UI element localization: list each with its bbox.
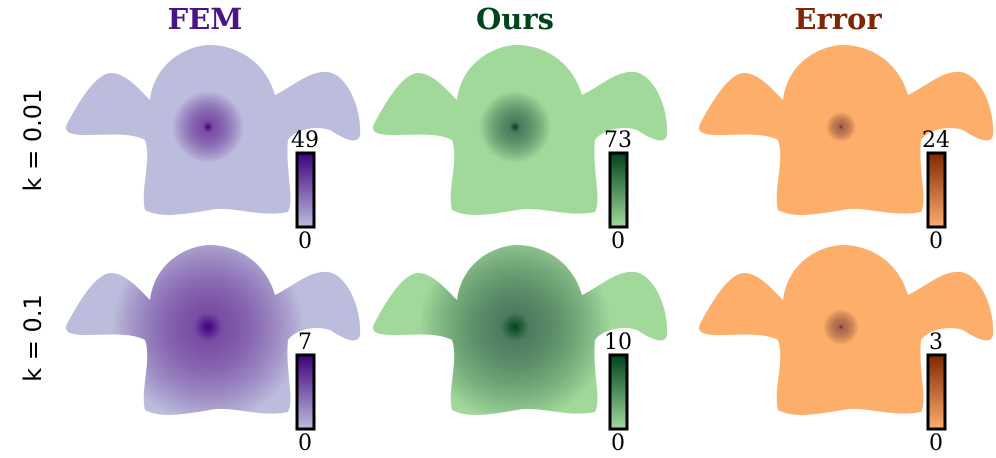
colorbar-min-label: 0 (298, 431, 312, 456)
colorbar-max-label: 24 (922, 128, 950, 153)
ghost-field-fem-row1 (65, 245, 361, 415)
colorbar-min-label: 0 (611, 229, 625, 254)
title-error: Error (794, 2, 882, 36)
ghost-field-error-row1 (698, 245, 994, 415)
colorbar-max-label: 73 (604, 128, 632, 153)
title-fem: FEM (167, 2, 243, 36)
ghost-field-ours-row1 (372, 245, 668, 415)
colorbar-ours-row0 (608, 151, 629, 229)
colorbar-min-label: 0 (929, 229, 943, 254)
colorbar-min-label: 0 (298, 229, 312, 254)
colorbar-max-label: 7 (298, 330, 312, 355)
colorbar-min-label: 0 (611, 431, 625, 456)
colorbar-fem-row0 (295, 151, 316, 229)
colorbar-max-label: 3 (929, 330, 943, 355)
colorbar-max-label: 10 (604, 330, 632, 355)
title-ours: Ours (476, 2, 554, 36)
colorbar-error-row1 (926, 353, 947, 431)
colorbar-min-label: 0 (929, 431, 943, 456)
colorbar-fem-row1 (295, 353, 316, 431)
colorbar-max-label: 49 (291, 128, 319, 153)
ghost-field-ours-row0 (372, 45, 668, 215)
colorbar-error-row0 (926, 151, 947, 229)
colorbar-ours-row1 (608, 353, 629, 431)
ghost-field-fem-row0 (65, 45, 361, 215)
ghost-field-error-row0 (698, 45, 994, 215)
